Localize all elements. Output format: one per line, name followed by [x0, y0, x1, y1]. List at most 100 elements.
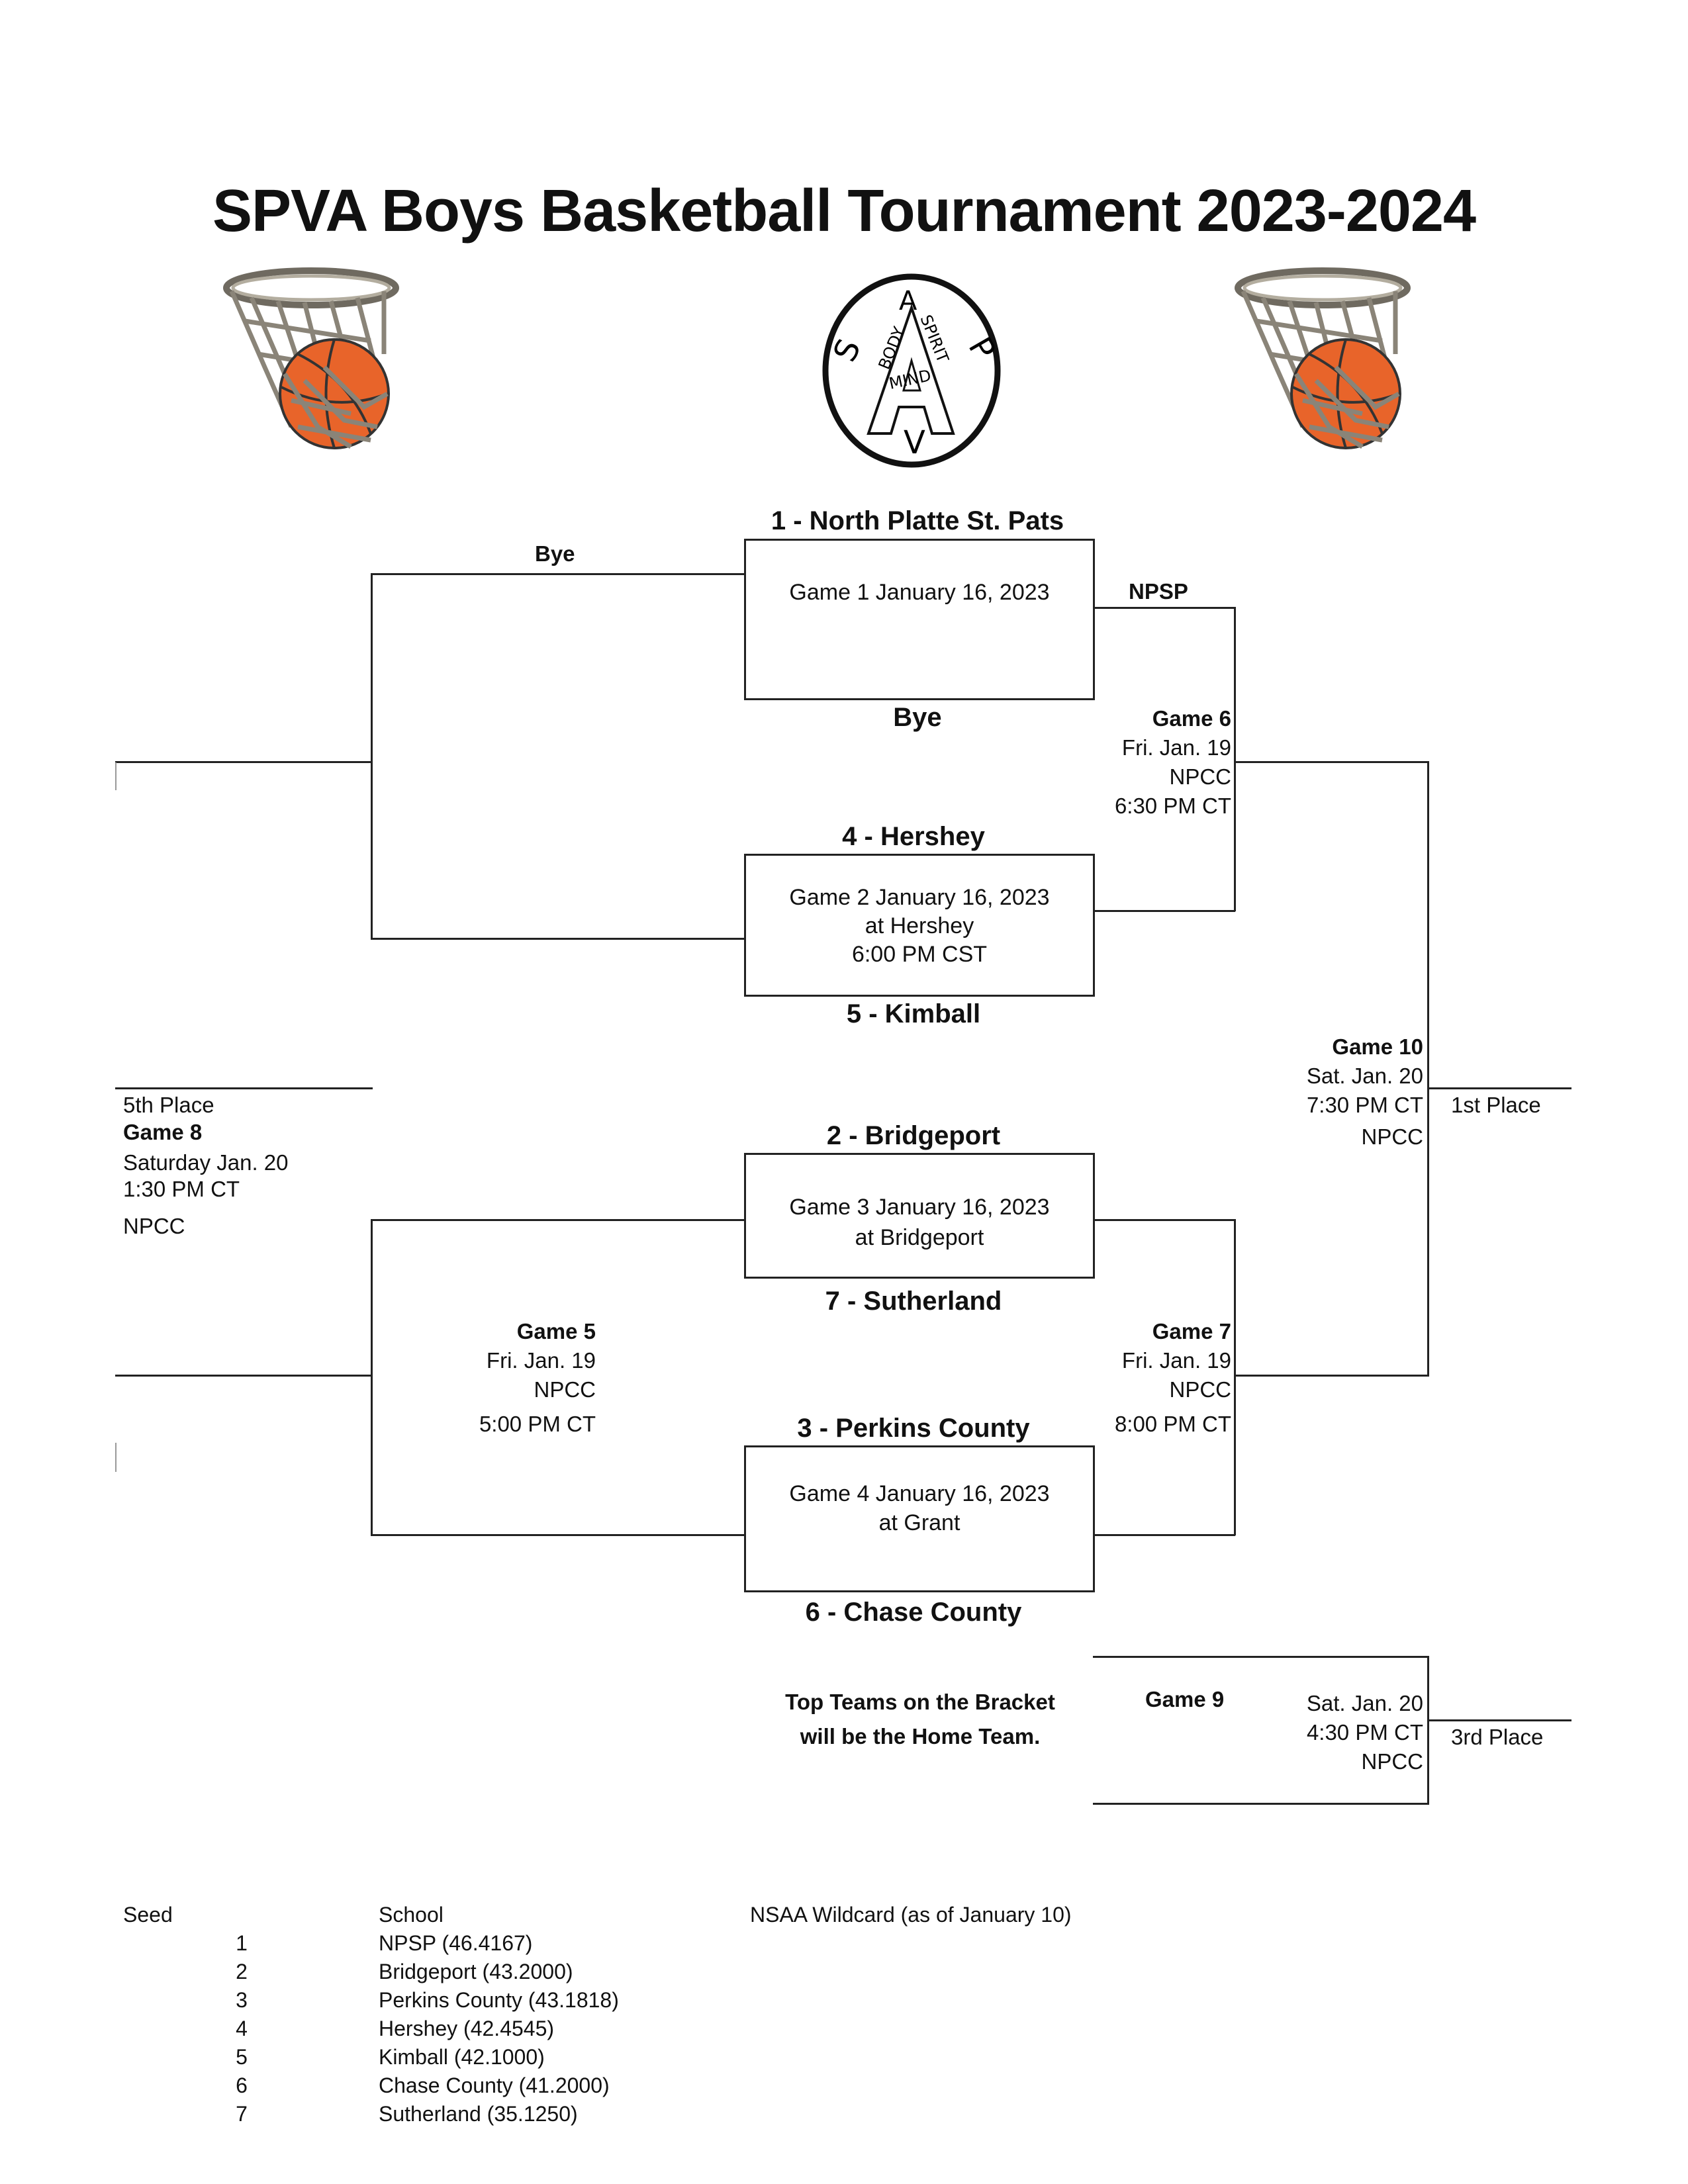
school-header: School [379, 1903, 444, 1927]
basketball-hoop-icon-right [1235, 267, 1411, 449]
school-entry: NPSP (46.4167) [379, 1931, 533, 1955]
game-8-place: NPCC [123, 1214, 185, 1238]
bracket-line [115, 1087, 373, 1089]
school-entry: Bridgeport (43.2000) [379, 1960, 573, 1983]
school-entry: Kimball (42.1000) [379, 2045, 545, 2069]
bye-label: Bye [535, 541, 575, 566]
seed-number: 5 [236, 2045, 248, 2069]
game-1-box: Game 1 January 16, 2023 [744, 539, 1095, 700]
bracket-line [371, 573, 744, 575]
game-7-name: Game 7 [1152, 1319, 1231, 1343]
game-4-location: at Grant [878, 1510, 961, 1535]
game-9-date: Sat. Jan. 20 [1306, 1691, 1423, 1715]
game-5-place: NPCC [534, 1377, 596, 1402]
game-10-info: Game 10 Sat. Jan. 20 7:30 PM CT NPCC [1225, 1032, 1423, 1152]
team-seed-5: 5 - Kimball [846, 999, 981, 1028]
seed-number: 7 [236, 2102, 248, 2126]
game-4-label: Game 4 January 16, 2023 [789, 1481, 1050, 1506]
game-10-place: NPCC [1361, 1124, 1423, 1149]
home-team-note-line2: will be the Home Team. [800, 1724, 1041, 1749]
game-6-time: 6:30 PM CT [1114, 794, 1231, 818]
team-bye: Bye [893, 703, 942, 732]
bracket-line [1234, 1375, 1429, 1377]
school-column: NPSP (46.4167) Bridgeport (43.2000) Perk… [379, 1929, 619, 2128]
team-seed-7: 7 - Sutherland [825, 1287, 1002, 1316]
game-8-time: 1:30 PM CT [123, 1177, 240, 1201]
game-2-box: Game 2 January 16, 2023 at Hershey 6:00 … [744, 854, 1095, 997]
game-2-time: 6:00 PM CST [851, 942, 988, 967]
bracket-line [1427, 1719, 1571, 1721]
bracket-line [1234, 761, 1429, 763]
game-1-label: Game 1 January 16, 2023 [789, 580, 1050, 605]
game-9-time: 4:30 PM CT [1306, 1720, 1423, 1745]
seed-number: 6 [236, 2073, 248, 2097]
bracket-line [1093, 1656, 1429, 1658]
game-8-date: Saturday Jan. 20 [123, 1150, 289, 1175]
game-10-name: Game 10 [1332, 1034, 1423, 1059]
game-7-place: NPCC [1169, 1377, 1231, 1402]
game-5-date: Fri. Jan. 19 [486, 1348, 596, 1373]
bracket-line [1093, 1803, 1429, 1805]
bracket-line [115, 761, 373, 763]
game-2-location: at Hershey [865, 913, 974, 938]
bracket-line [1234, 1219, 1236, 1535]
school-entry: Chase County (41.2000) [379, 2073, 610, 2097]
game-9-info: Sat. Jan. 20 4:30 PM CT NPCC [1225, 1689, 1423, 1776]
game-6-info: Game 6 Fri. Jan. 19 NPCC 6:30 PM CT [1033, 704, 1231, 821]
logo-letter-v: V [904, 424, 925, 461]
seed-header: Seed [123, 1903, 173, 1927]
seed-number: 4 [236, 2017, 248, 2040]
game-8-info: 5th Place Game 8 Saturday Jan. 20 1:30 P… [123, 1091, 289, 1241]
first-place-label: 1st Place [1451, 1093, 1541, 1117]
game-6-date: Fri. Jan. 19 [1121, 735, 1231, 760]
seed-column: 1 2 3 4 5 6 7 [232, 1929, 252, 2128]
bracket-line [371, 1219, 744, 1221]
bracket-line [115, 762, 117, 790]
bracket-line [1427, 1087, 1571, 1089]
team-seed-1: 1 - North Platte St. Pats [771, 506, 1064, 535]
bracket-line [1093, 607, 1235, 609]
game-7-info: Game 7 Fri. Jan. 19 NPCC 8:00 PM CT [1033, 1317, 1231, 1439]
bracket-line [1427, 761, 1429, 1377]
bracket-line [1093, 1534, 1235, 1536]
logo-letter-a: A [899, 286, 917, 316]
game-3-label: Game 3 January 16, 2023 [789, 1195, 1050, 1220]
game-3-box: Game 3 January 16, 2023 at Bridgeport [744, 1153, 1095, 1279]
game-9-place: NPCC [1361, 1749, 1423, 1774]
third-place-label: 3rd Place [1451, 1725, 1544, 1749]
bracket-line [371, 1534, 744, 1536]
game-6-place: NPCC [1169, 764, 1231, 789]
bracket-line [371, 1219, 373, 1535]
game-7-time: 8:00 PM CT [1114, 1412, 1231, 1436]
team-seed-4: 4 - Hershey [842, 822, 985, 851]
bracket-line [115, 1443, 117, 1472]
bracket-line [1427, 1656, 1429, 1804]
spva-logo: S P A V BODY SPIRIT MIND [822, 273, 1003, 468]
game-10-date: Sat. Jan. 20 [1306, 1064, 1423, 1088]
game-4-box: Game 4 January 16, 2023 at Grant [744, 1445, 1095, 1592]
game-5-info: Game 5 Fri. Jan. 19 NPCC 5:00 PM CT [397, 1317, 596, 1439]
bracket-line [1093, 1219, 1235, 1221]
game-2-label: Game 2 January 16, 2023 [789, 885, 1050, 910]
game-10-time: 7:30 PM CT [1306, 1093, 1423, 1117]
basketball-hoop-icon-left [223, 267, 399, 449]
npsp-label: NPSP [1129, 579, 1188, 604]
game-3-location: at Bridgeport [855, 1225, 984, 1250]
game-6-name: Game 6 [1152, 706, 1231, 731]
wildcard-header: NSAA Wildcard (as of January 10) [750, 1903, 1072, 1927]
game-7-date: Fri. Jan. 19 [1121, 1348, 1231, 1373]
seed-number: 2 [236, 1960, 248, 1983]
seed-number: 1 [236, 1931, 248, 1955]
school-entry: Perkins County (43.1818) [379, 1988, 619, 2012]
home-team-note-line1: Top Teams on the Bracket [785, 1690, 1055, 1714]
team-seed-6: 6 - Chase County [805, 1598, 1022, 1627]
bracket-line [371, 573, 373, 939]
page-title: SPVA Boys Basketball Tournament 2023-202… [212, 178, 1476, 244]
bracket-line [115, 1375, 373, 1377]
school-entry: Sutherland (35.1250) [379, 2102, 578, 2126]
school-entry: Hershey (42.4545) [379, 2017, 555, 2040]
game-8-name: Game 8 [123, 1120, 203, 1144]
seed-number: 3 [236, 1988, 248, 2012]
team-seed-3: 3 - Perkins County [797, 1414, 1030, 1443]
team-seed-2: 2 - Bridgeport [826, 1121, 1001, 1150]
